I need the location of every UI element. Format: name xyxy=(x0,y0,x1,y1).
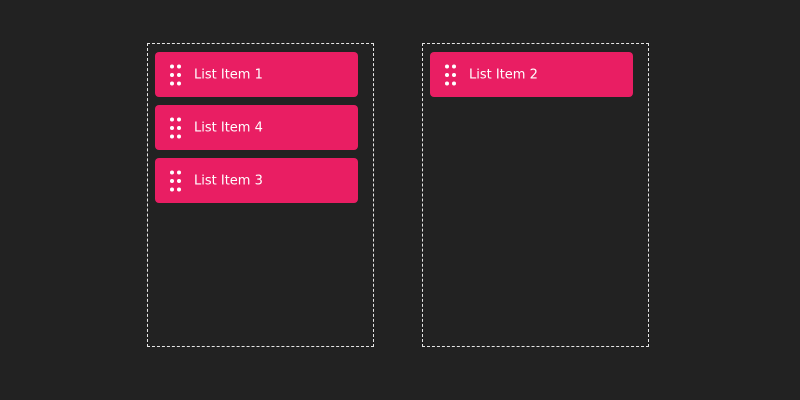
draggable-list-item[interactable]: List Item 2 xyxy=(430,52,633,97)
drag-handle-icon[interactable] xyxy=(445,64,456,85)
draggable-list-item[interactable]: List Item 4 xyxy=(155,105,358,150)
draggable-list-item[interactable]: List Item 3 xyxy=(155,158,358,203)
list-item-label: List Item 2 xyxy=(469,67,538,82)
list-item-label: List Item 1 xyxy=(194,67,263,82)
dropzone-left[interactable]: List Item 1 List Item 4 List Item 3 xyxy=(147,43,374,347)
drag-handle-icon[interactable] xyxy=(170,170,181,191)
draggable-list-item[interactable]: List Item 1 xyxy=(155,52,358,97)
drag-handle-icon[interactable] xyxy=(170,64,181,85)
list-item-label: List Item 4 xyxy=(194,120,263,135)
list-item-label: List Item 3 xyxy=(194,173,263,188)
drag-handle-icon[interactable] xyxy=(170,117,181,138)
dropzone-right[interactable]: List Item 2 xyxy=(422,43,649,347)
